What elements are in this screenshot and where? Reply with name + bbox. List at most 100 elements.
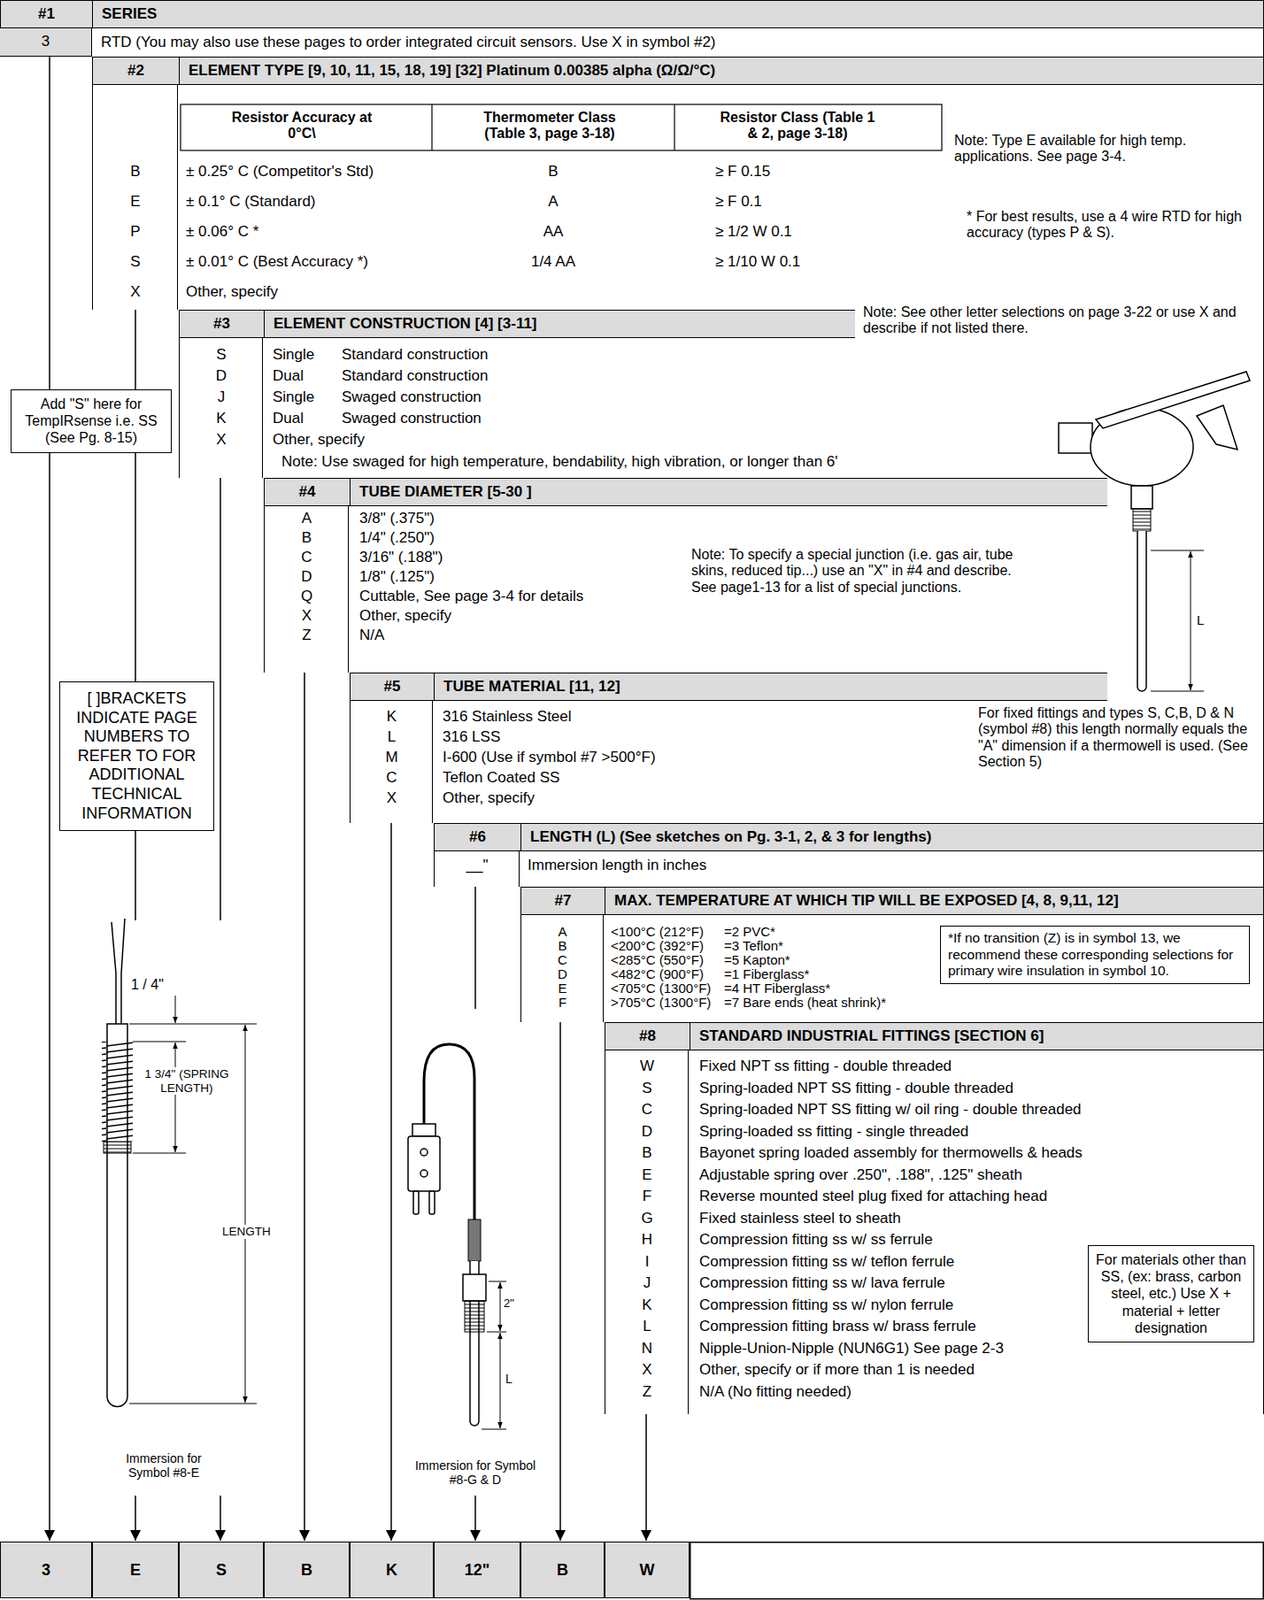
code-letter: K — [604, 1296, 690, 1315]
code-letter: F — [604, 1187, 690, 1206]
code-letter: W — [604, 1057, 690, 1076]
option-text: Fixed NPT ss fitting - double threaded — [699, 1057, 1257, 1076]
dimension-line — [500, 1282, 501, 1332]
table-cell: 1/4 AA — [433, 253, 673, 271]
note-text: *If no transition (Z) is in symbol 13, w… — [948, 930, 1242, 980]
option-text: <482°C (900°F) — [610, 966, 722, 982]
code-letter: X — [92, 283, 179, 301]
lead-wire — [111, 918, 125, 1025]
code-letter: C — [520, 952, 605, 968]
code-letter: D — [604, 1123, 690, 1141]
header-bar: #3 ELEMENT CONSTRUCTION [4] [3-11] — [179, 309, 856, 339]
column-divider — [431, 701, 433, 824]
connector-arrow — [48, 56, 51, 1542]
code-letter: C — [604, 1101, 690, 1119]
code-letter: B — [263, 529, 350, 548]
code-letter: E — [92, 192, 179, 211]
option-text: Spring-loaded ss fitting - single thread… — [699, 1123, 1257, 1141]
code-value: 3 — [41, 1561, 51, 1580]
code-letter: E — [520, 980, 605, 996]
section-title: ELEMENT CONSTRUCTION [4] [3-11] — [273, 310, 538, 338]
bottom-empty-cell — [690, 1542, 1264, 1600]
option-text: 316 Stainless Steel — [442, 708, 833, 726]
section-title: STANDARD INDUSTRIAL FITTINGS [SECTION 6] — [699, 1023, 1044, 1050]
code-letter: B — [604, 1144, 690, 1163]
dimension-label: 2" — [503, 1297, 527, 1311]
code-value: B — [300, 1561, 313, 1580]
code-letter: G — [604, 1210, 690, 1228]
option-text: Standard construction — [341, 367, 696, 386]
code-letter: Z — [263, 626, 350, 645]
code-letter: C — [263, 548, 350, 567]
connector-arrow — [303, 672, 306, 1542]
option-text: Compression fitting ss w/ nylon ferrule — [699, 1296, 1257, 1315]
header-bar: #6LENGTH (L) (See sketches on Pg. 3-1, 2… — [434, 823, 1264, 852]
column-header: Thermometer Class (Table 3, page 3-18) — [465, 109, 634, 143]
caption-label: Immersion for Symbol #8-G & D — [408, 1458, 542, 1488]
code-letter: B — [520, 938, 605, 954]
code-cell: B — [520, 1541, 605, 1599]
dimension-label: 1 / 4" — [131, 977, 174, 994]
description: RTD (You may also use these pages to ord… — [100, 33, 1252, 52]
code-letter: D — [178, 367, 264, 386]
callout-box: [ ]BRACKETS INDICATE PAGE NUMBERS TO REF… — [59, 681, 215, 832]
connector-arrow — [559, 1022, 562, 1542]
option-text: ± 0.01° C (Best Accuracy *) — [185, 253, 434, 271]
column-header: Resistor Class (Table 1 & 2, page 3-18) — [713, 109, 882, 143]
code-letter: S — [604, 1079, 690, 1098]
table-cell: ≥ F 0.15 — [715, 162, 937, 181]
section-title: ELEMENT TYPE [9, 10, 11, 15, 18, 19] [32… — [188, 57, 716, 85]
code-cell: K — [349, 1541, 434, 1599]
hex-fitting — [462, 1274, 486, 1302]
option-text: =5 Kapton* — [724, 952, 937, 968]
option-text: Standard construction — [341, 346, 696, 364]
illustration-ground — [92, 920, 266, 1496]
table-cell: ≥ F 0.1 — [715, 192, 937, 211]
option-text: Other, specify — [359, 607, 687, 625]
option-text: Nipple-Union-Nipple (NUN6G1) See page 2-… — [699, 1340, 1257, 1358]
connector-arrow — [645, 1414, 648, 1542]
illustration-ground — [402, 1009, 542, 1496]
option-text: =2 PVC* — [724, 924, 937, 940]
code-letter: D — [520, 966, 605, 982]
code-letter: I — [604, 1253, 690, 1272]
section-box: #6LENGTH (L) (See sketches on Pg. 3-1, 2… — [433, 823, 1264, 887]
code-letter: K — [349, 708, 434, 726]
option-text: Reverse mounted steel plug fixed for att… — [699, 1187, 1257, 1206]
header-bar: #4TUBE DIAMETER [5-30 ] — [264, 477, 1108, 507]
dimension-line — [500, 1333, 501, 1429]
section-number: #3 — [179, 310, 265, 338]
note-text: For materials other than SS, (ex: brass,… — [1095, 1251, 1247, 1337]
column-divider — [687, 1050, 689, 1415]
code-letter: D — [263, 568, 350, 586]
option-text: <200°C (392°F) — [610, 938, 722, 954]
code-letter: P — [92, 223, 179, 241]
option-text: Other, specify or if more than 1 is need… — [699, 1361, 1257, 1380]
section-number: #5 — [350, 673, 435, 701]
code-letter: F — [520, 994, 605, 1010]
code-letter: E — [604, 1166, 690, 1185]
connector-arrow — [390, 823, 393, 1542]
note-text: Note: To specify a special junction (i.e… — [691, 547, 1028, 596]
option-text: Fixed stainless steel to sheath — [699, 1210, 1257, 1228]
code-letter: N — [604, 1340, 690, 1358]
code-letter: S — [178, 346, 264, 364]
code-letter: Z — [604, 1383, 690, 1402]
option-text: Teflon Coated SS — [442, 769, 833, 787]
code-letter: C — [349, 769, 434, 787]
option-text: 316 LSS — [442, 728, 833, 747]
code-letter: H — [604, 1231, 690, 1249]
section-number: #2 — [92, 57, 180, 85]
column-divider — [347, 506, 349, 673]
head-neck — [1131, 485, 1153, 509]
code-letter: Q — [263, 587, 350, 606]
code-value: S — [215, 1561, 227, 1580]
option-text: Immersion length in inches — [527, 856, 971, 875]
transition — [468, 1219, 481, 1262]
section-title: TUBE DIAMETER [5-30 ] — [359, 478, 532, 506]
note-text: Note: Use swaged for high temperature, b… — [281, 453, 1167, 471]
section-title: LENGTH (L) (See sketches on Pg. 3-1, 2, … — [530, 824, 932, 851]
header-bar: #8STANDARD INDUSTRIAL FITTINGS [SECTION … — [605, 1022, 1264, 1051]
extension-line — [1150, 550, 1204, 692]
code-letter: K — [178, 409, 264, 428]
